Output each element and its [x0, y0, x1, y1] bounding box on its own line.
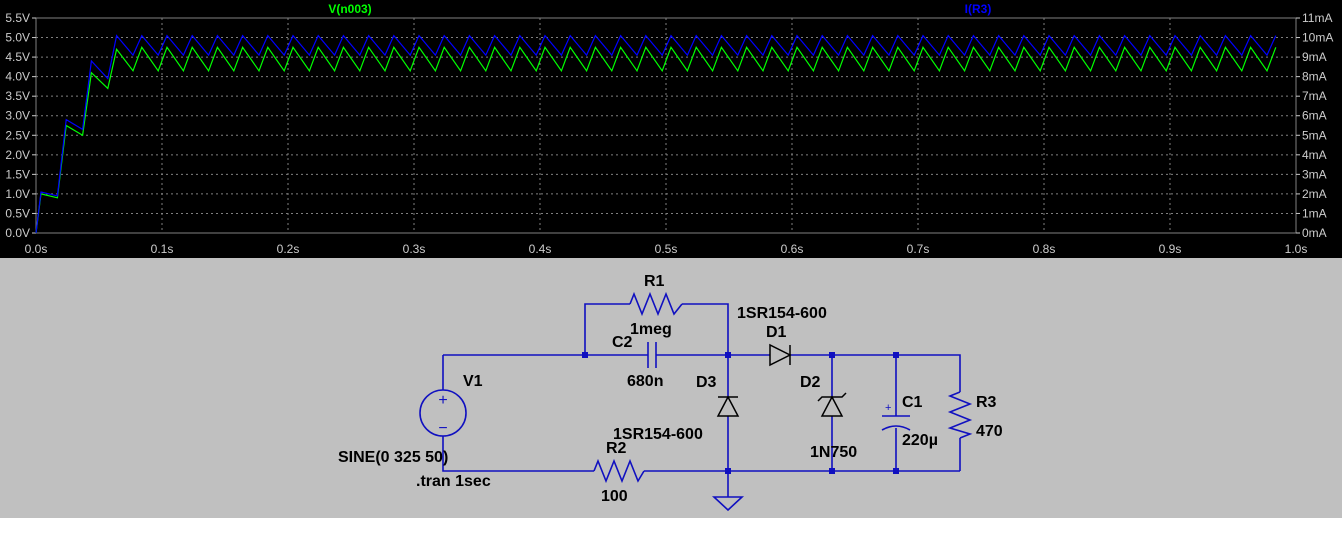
r2-value-label[interactable]: 100	[601, 488, 628, 505]
d3-model-label[interactable]: 1SR154-600	[613, 426, 703, 443]
schematic-wires[interactable]	[442, 303, 961, 497]
left-axis-tick-label: 1.5V	[5, 167, 30, 181]
diode-d1[interactable]	[769, 343, 792, 367]
c2-name-label[interactable]: C2	[612, 334, 633, 351]
polarity-plus-icon: +	[885, 402, 891, 414]
x-axis-tick-label: 0.1s	[151, 242, 174, 256]
x-axis-tick-label: 0.6s	[781, 242, 804, 256]
x-axis-tick-label: 0.2s	[277, 242, 300, 256]
v1-name-label[interactable]: V1	[463, 373, 483, 390]
x-axis-tick-label: 0.3s	[403, 242, 426, 256]
right-axis-tick-label: 1mA	[1302, 206, 1327, 220]
r3-name-label[interactable]: R3	[976, 394, 997, 411]
trace-title-ir3[interactable]: I(R3)	[965, 2, 992, 16]
waveform-plot-pane[interactable]: 0.0V 0.5V 1.0V 1.5V 2.0V 2.5V 3.0V 3.5V 4.0V 4.5V…	[0, 0, 1342, 258]
resistor-r1[interactable]	[629, 291, 683, 317]
r3-value-label[interactable]: 470	[976, 423, 1003, 440]
x-axis-tick-labels: 0.0s 0.1s 0.2s 0.3s 0.4s 0.5s 0.6s 0.7s 0.8s 0.9s…	[25, 242, 1308, 256]
trace-layer[interactable]	[35, 34, 1277, 234]
left-axis-tick-label: 4.0V	[5, 70, 30, 84]
resistor-r3[interactable]	[947, 391, 973, 439]
trace-ir3[interactable]	[35, 34, 1277, 234]
left-axis-tick-label: 1.0V	[5, 187, 30, 201]
c1-value-label[interactable]: 220µ	[902, 432, 938, 449]
source-minus-icon: −	[438, 420, 447, 437]
x-axis-tick-label: 0.9s	[1159, 242, 1182, 256]
schematic-canvas[interactable]: + + −	[0, 258, 1342, 518]
right-axis-tick-label: 10mA	[1302, 31, 1333, 45]
d3-name-label[interactable]: D3	[696, 374, 717, 391]
schematic-editor-pane[interactable]: + + −	[0, 258, 1342, 518]
left-axis-tick-label: 2.0V	[5, 148, 30, 162]
trace-vn003[interactable]	[35, 46, 1277, 234]
capacitor-c2[interactable]	[647, 342, 657, 368]
right-axis-tick-label: 4mA	[1302, 148, 1327, 162]
left-axis-tick-label: 5.0V	[5, 31, 30, 45]
v1-value-label[interactable]: SINE(0 325 50)	[338, 449, 448, 466]
d1-name-label[interactable]: D1	[766, 324, 787, 341]
left-axis-tick-label: 0.5V	[5, 206, 30, 220]
voltage-source-v1[interactable]: + −	[419, 389, 467, 437]
x-axis-tick-label: 1.0s	[1285, 242, 1308, 256]
plot-grid	[32, 17, 1300, 234]
tran-directive[interactable]: .tran 1sec	[416, 473, 491, 490]
right-axis-tick-label: 5mA	[1302, 128, 1327, 142]
r1-name-label[interactable]: R1	[644, 273, 665, 290]
left-axis-tick-label: 3.5V	[5, 89, 30, 103]
right-axis-tick-label: 0mA	[1302, 226, 1327, 240]
x-axis-tick-label: 0.5s	[655, 242, 678, 256]
capacitor-c1[interactable]: +	[881, 402, 911, 431]
source-plus-icon: +	[438, 392, 447, 409]
ground-icon[interactable]	[711, 496, 745, 512]
r1-value-label[interactable]: 1meg	[630, 321, 672, 338]
trace-title-vn003[interactable]: V(n003)	[328, 2, 371, 16]
left-axis-tick-label: 2.5V	[5, 128, 30, 142]
right-axis-tick-label: 3mA	[1302, 167, 1327, 181]
c1-name-label[interactable]: C1	[902, 394, 923, 411]
junction-dots	[582, 352, 899, 474]
right-axis-tick-label: 6mA	[1302, 109, 1327, 123]
waveform-plot[interactable]: 0.0V 0.5V 1.0V 1.5V 2.0V 2.5V 3.0V 3.5V 4.0V 4.5V…	[0, 0, 1342, 258]
left-axis-tick-label: 3.0V	[5, 109, 30, 123]
x-axis-tick-label: 0.7s	[907, 242, 930, 256]
left-axis-tick-labels: 0.0V 0.5V 1.0V 1.5V 2.0V 2.5V 3.0V 3.5V 4.0V 4.5V…	[5, 11, 30, 240]
d1-model-label[interactable]: 1SR154-600	[737, 305, 827, 322]
c2-value-label[interactable]: 680n	[627, 373, 663, 390]
right-axis-tick-label: 8mA	[1302, 70, 1327, 84]
left-axis-tick-label: 4.5V	[5, 50, 30, 64]
x-axis-tick-label: 0.0s	[25, 242, 48, 256]
right-axis-tick-label: 11mA	[1302, 11, 1332, 25]
right-axis-tick-label: 7mA	[1302, 89, 1327, 103]
right-axis-tick-label: 9mA	[1302, 50, 1327, 64]
wire-r1-bypass[interactable]	[584, 303, 729, 355]
x-axis-tick-label: 0.8s	[1033, 242, 1056, 256]
left-axis-tick-label: 0.0V	[5, 226, 30, 240]
right-axis-tick-labels: 0mA 1mA 2mA 3mA 4mA 5mA 6mA 7mA 8mA 9mA 10mA 11mA	[1302, 11, 1333, 240]
zener-diode-d2[interactable]	[817, 392, 847, 417]
d2-model-label[interactable]: 1N750	[810, 444, 857, 461]
d2-name-label[interactable]: D2	[800, 374, 821, 391]
wire-top-right[interactable]	[832, 354, 961, 471]
left-axis-tick-label: 5.5V	[5, 11, 30, 25]
r2-name-label[interactable]: R2	[606, 440, 627, 457]
diode-d3[interactable]	[716, 395, 740, 417]
resistor-r2[interactable]	[593, 458, 645, 484]
wire-v1[interactable]	[442, 355, 960, 472]
x-axis-tick-label: 0.4s	[529, 242, 552, 256]
right-axis-tick-label: 2mA	[1302, 187, 1327, 201]
